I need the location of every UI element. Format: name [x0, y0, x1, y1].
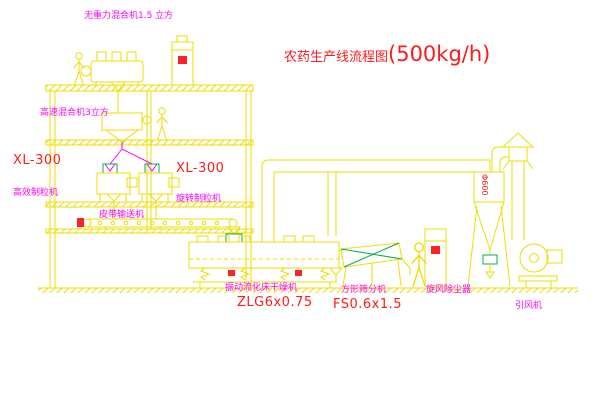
riser-duct: [261, 159, 491, 242]
label-dryer-model: ZLG6x0.75: [237, 295, 313, 310]
exhaust-stack: [501, 132, 535, 240]
title-capacity: (500kg/h): [388, 42, 491, 66]
label-gravity-mixer: 无重力混合机1.5 立方: [84, 11, 174, 21]
square-sieve: [340, 242, 411, 287]
cabinet-indicator-light: [431, 246, 440, 254]
label-granulator-left-model: XL-300: [13, 153, 62, 168]
label-cyclone: 旋风除尘器: [426, 285, 472, 295]
granulator-left: [96, 163, 138, 219]
cabinet-indicator-light: [178, 56, 187, 64]
belt-conveyor: [77, 218, 243, 243]
fluid-bed-dryer: [188, 235, 345, 288]
diagram-title: 农药生产线流程图(500kg/h): [284, 42, 490, 66]
person-figure-mid: [156, 107, 168, 141]
cyclone-outlet-duct: [491, 146, 509, 172]
label-belt-conveyor: 皮带输送机: [99, 210, 145, 220]
granulator-right: [138, 163, 180, 219]
y-chute: [104, 142, 158, 172]
conveyor-drive-motor: [77, 218, 84, 227]
dryer-vibration-motor: [228, 270, 235, 276]
cyclone: [467, 171, 511, 287]
ground-line: [38, 287, 578, 293]
person-figure-right: [410, 242, 428, 288]
gravity-mixer: [80, 51, 144, 113]
person-figure-top: [73, 52, 85, 86]
label-granulator-mid-model: XL-300: [176, 161, 225, 176]
label-granulator-mid-name: 旋转制粒机: [176, 194, 222, 204]
high-speed-mixer: [101, 112, 152, 143]
rotary-valve: [482, 254, 498, 265]
control-cabinet-top: [171, 35, 194, 86]
control-cabinet-right: [424, 228, 447, 287]
label-sieve-model: FS0.6x1.5: [333, 297, 403, 312]
label-duct-diameter: Φ600: [479, 174, 489, 196]
fan-motor: [546, 249, 563, 264]
label-sieve-name: 方形筛分机: [341, 285, 387, 295]
label-high-speed-mixer: 高速混合机3立方: [40, 108, 109, 118]
induced-draft-fan: [518, 243, 563, 288]
building-structure: [45, 84, 254, 289]
label-granulator-left-name: 高效制粒机: [13, 188, 59, 198]
label-fan: 引风机: [515, 301, 543, 311]
rain-cap: [501, 132, 535, 148]
label-dryer-name: 振动流化床干燥机: [225, 283, 298, 293]
title-text: 农药生产线流程图: [284, 50, 389, 65]
dryer-feed-hopper: [225, 233, 243, 243]
dryer-vibration-motor: [295, 270, 302, 276]
